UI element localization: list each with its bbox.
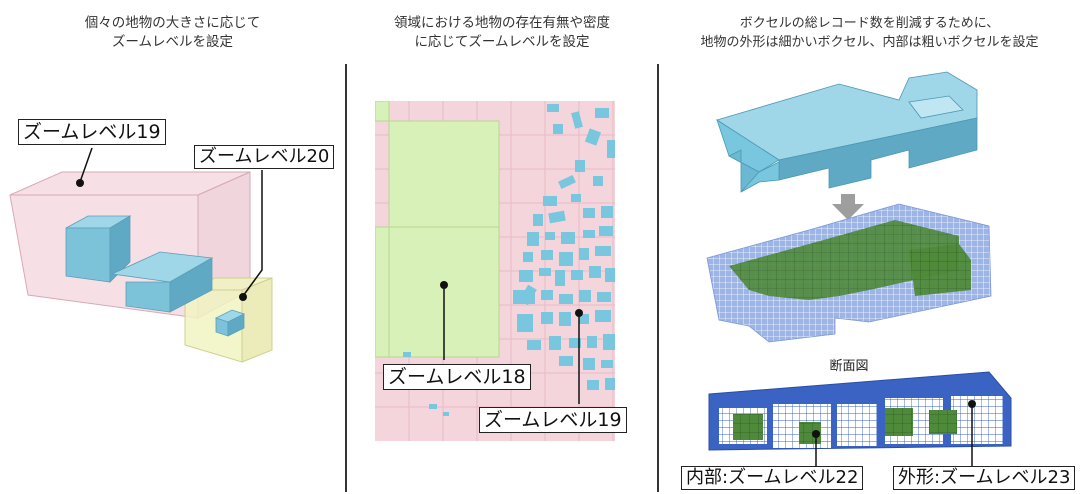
panel3-title: ボクセルの総レコード数を削減するために、 地物の外形は細かいボクセル、内部は粗い… — [659, 14, 1080, 52]
panel-size-based: 個々の地物の大きさに応じて ズームレベルを設定 — [0, 0, 345, 494]
separator-1 — [345, 64, 347, 492]
density-map — [375, 101, 615, 441]
building-3d — [716, 71, 978, 193]
building-footprints — [387, 104, 615, 416]
voxel-illustration: 断面図 — [706, 71, 1012, 466]
zoom18-cell — [388, 120, 500, 228]
panel1-title-line1: 個々の地物の大きさに応じて — [84, 15, 261, 31]
panel2-title: 領域における地物の存在有無や密度 に応じてズームレベルを設定 — [347, 14, 657, 52]
label-zoom-19-map: ズームレベル19 — [479, 407, 627, 433]
label-zoom-20: ズームレベル20 — [194, 145, 335, 169]
label-zoom-18: ズームレベル18 — [383, 364, 531, 390]
voxel-building — [706, 203, 992, 343]
zoom18-cell — [375, 101, 390, 122]
panel2-title-line2: に応じてズームレベルを設定 — [414, 34, 590, 50]
label-inner-zoom-22: 内部:ズームレベル22 — [681, 466, 864, 490]
pointer-zoom20 — [242, 170, 263, 297]
building-shape — [65, 215, 246, 337]
panel-voxel-reduction: ボクセルの総レコード数を削減するために、 地物の外形は細かいボクセル、内部は粗い… — [659, 0, 1080, 494]
separator-2 — [657, 64, 659, 492]
panel2-title-line1: 領域における地物の存在有無や密度 — [394, 15, 610, 31]
voxel-box-illustration — [9, 147, 273, 363]
zoom18-cell — [375, 226, 390, 358]
panel1-title-line2: ズームレベルを設定 — [111, 34, 234, 50]
pointer-zoom19 — [79, 147, 93, 183]
panel-density-based: 領域における地物の存在有無や密度 に応じてズームレベルを設定 — [347, 0, 657, 494]
label-zoom-19: ズームレベル19 — [18, 119, 166, 145]
panel3-title-line2: 地物の外形は細かいボクセル、内部は粗いボクセルを設定 — [700, 35, 1039, 50]
label-outer-zoom-23: 外形:ズームレベル23 — [893, 466, 1076, 490]
panel3-title-line1: ボクセルの総レコード数を削減するために、 — [739, 16, 1000, 31]
cross-section — [708, 371, 1012, 451]
down-arrow — [832, 194, 864, 220]
section-caption: 断面図 — [829, 359, 868, 374]
panel1-title: 個々の地物の大きさに応じて ズームレベルを設定 — [0, 14, 345, 52]
